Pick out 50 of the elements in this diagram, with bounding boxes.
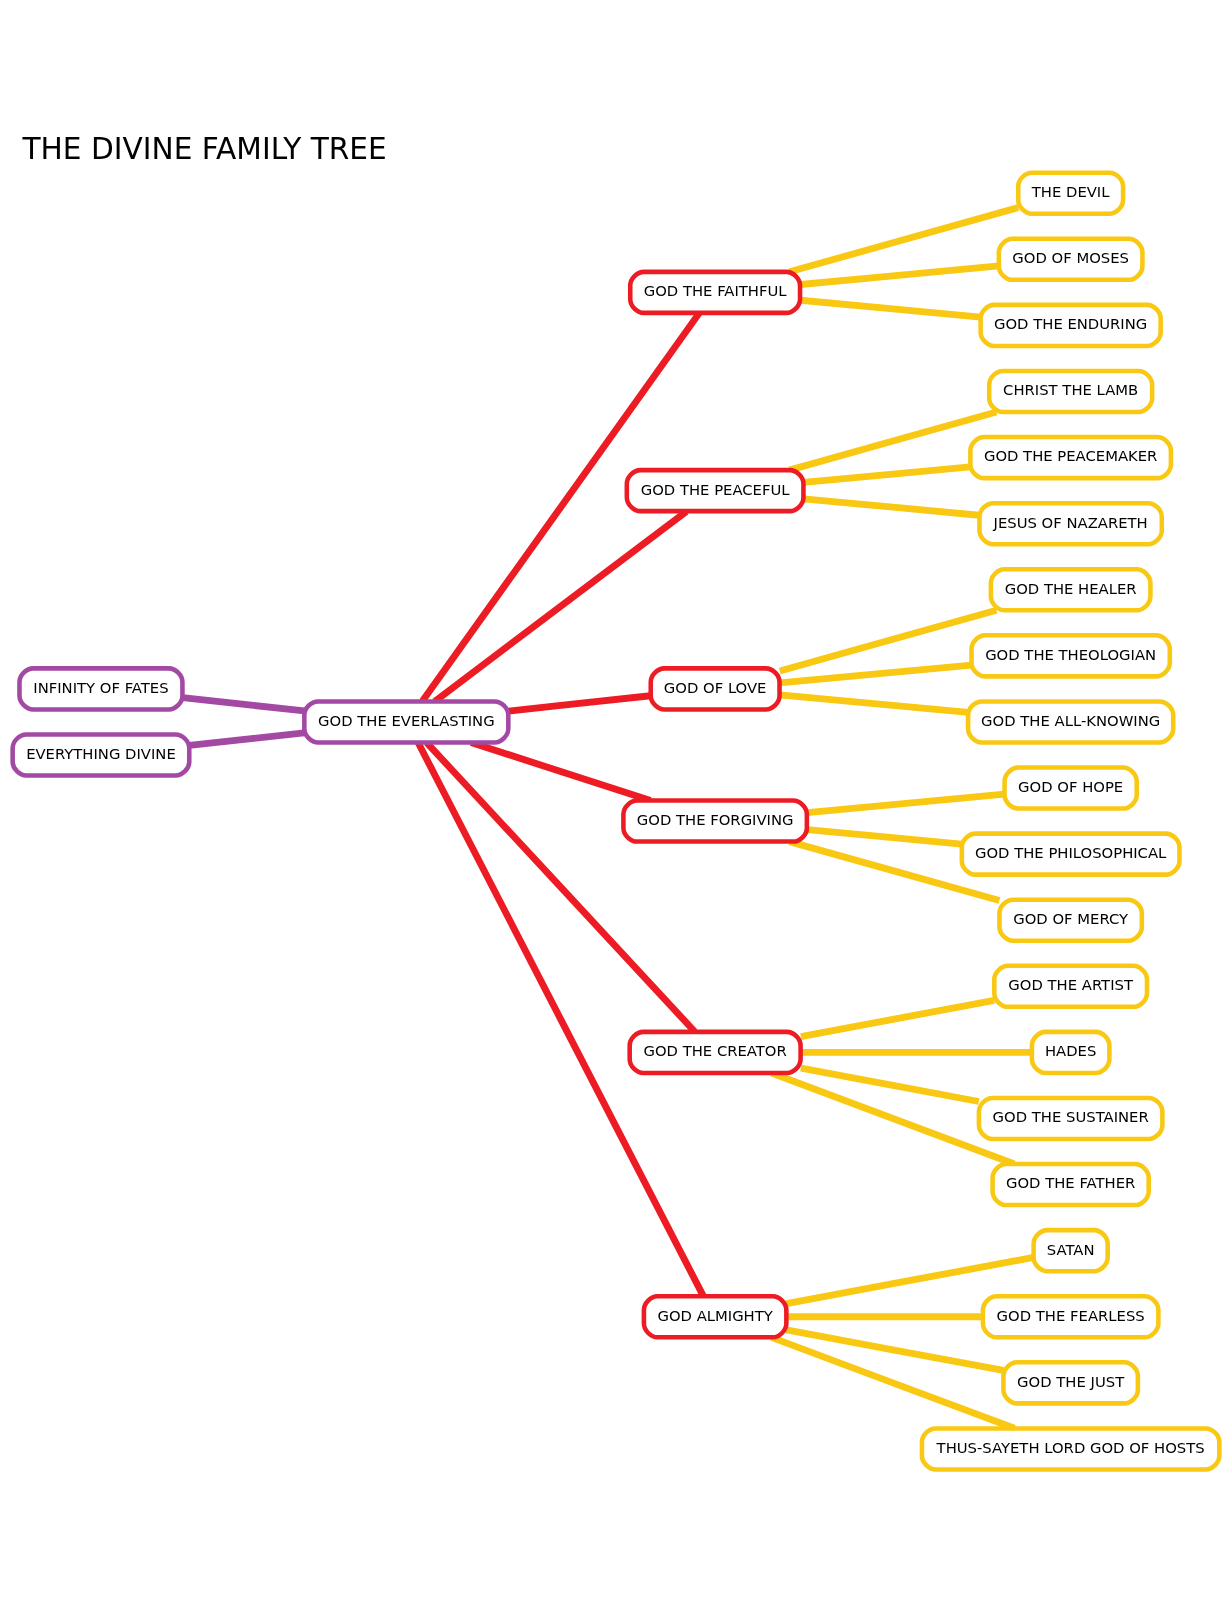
node-box: GOD OF LOVE bbox=[648, 666, 782, 712]
node-box: GOD THE EVERLASTING bbox=[302, 699, 511, 745]
connector bbox=[806, 826, 962, 848]
connector bbox=[508, 692, 651, 715]
node-box: GOD OF MOSES bbox=[996, 236, 1145, 283]
node-box: GOD THE THEOLOGIAN bbox=[969, 633, 1173, 679]
node-box: THUS-SAYETH LORD GOD OF HOSTS bbox=[919, 1426, 1222, 1472]
node-box: GOD THE PHILOSOPHICAL bbox=[959, 831, 1182, 877]
node-box: GOD THE FEARLESS bbox=[980, 1293, 1161, 1340]
node-box: GOD THE FORGIVING bbox=[621, 798, 810, 844]
node-box: CHRIST THE LAMB bbox=[986, 368, 1155, 415]
node-box: GOD OF HOPE bbox=[1002, 765, 1139, 811]
node-box: EVERYTHING DIVINE bbox=[10, 732, 192, 778]
connector bbox=[779, 661, 972, 687]
connector bbox=[806, 790, 1005, 816]
node-box: SATAN bbox=[1031, 1227, 1110, 1274]
node-box: GOD THE SUSTAINER bbox=[976, 1095, 1165, 1142]
connector bbox=[800, 262, 1000, 288]
node-box: GOD THE ENDURING bbox=[978, 302, 1163, 349]
node-box: GOD THE PEACEFUL bbox=[624, 467, 806, 514]
node-box: GOD THE FATHER bbox=[990, 1161, 1151, 1208]
connector bbox=[788, 408, 998, 474]
node-box: JESUS OF NAZARETH bbox=[977, 500, 1165, 547]
connector bbox=[800, 997, 995, 1040]
node-box: GOD THE ALL-KNOWING bbox=[965, 699, 1176, 745]
connector bbox=[779, 691, 969, 716]
node-box: GOD OF MERCY bbox=[997, 897, 1145, 943]
connector bbox=[803, 463, 971, 486]
connector bbox=[788, 204, 1020, 276]
node-box: INFINITY OF FATES bbox=[17, 666, 185, 712]
connector bbox=[800, 1048, 1032, 1056]
node-box: GOD THE ARTIST bbox=[992, 963, 1150, 1010]
node-box: GOD THE CREATOR bbox=[627, 1029, 803, 1076]
diagram-title: THE DIVINE FAMILY TREE bbox=[22, 131, 387, 166]
connector bbox=[788, 838, 1001, 904]
node-box: GOD THE JUST bbox=[1001, 1360, 1141, 1406]
node-box: GOD THE PEACEMAKER bbox=[968, 434, 1174, 481]
connector bbox=[800, 1064, 980, 1105]
node-box: THE DEVIL bbox=[1015, 170, 1126, 216]
node-box: GOD ALMIGHTY bbox=[641, 1293, 789, 1340]
connector bbox=[786, 1313, 983, 1321]
connector bbox=[785, 1254, 1035, 1307]
connector bbox=[803, 495, 980, 519]
connector bbox=[778, 607, 998, 675]
node-box: GOD THE FAITHFUL bbox=[627, 269, 803, 316]
node-box: GOD THE HEALER bbox=[988, 567, 1153, 613]
node-box: HADES bbox=[1029, 1029, 1112, 1076]
connector bbox=[800, 296, 981, 321]
connector bbox=[182, 694, 305, 715]
connector bbox=[189, 729, 305, 749]
